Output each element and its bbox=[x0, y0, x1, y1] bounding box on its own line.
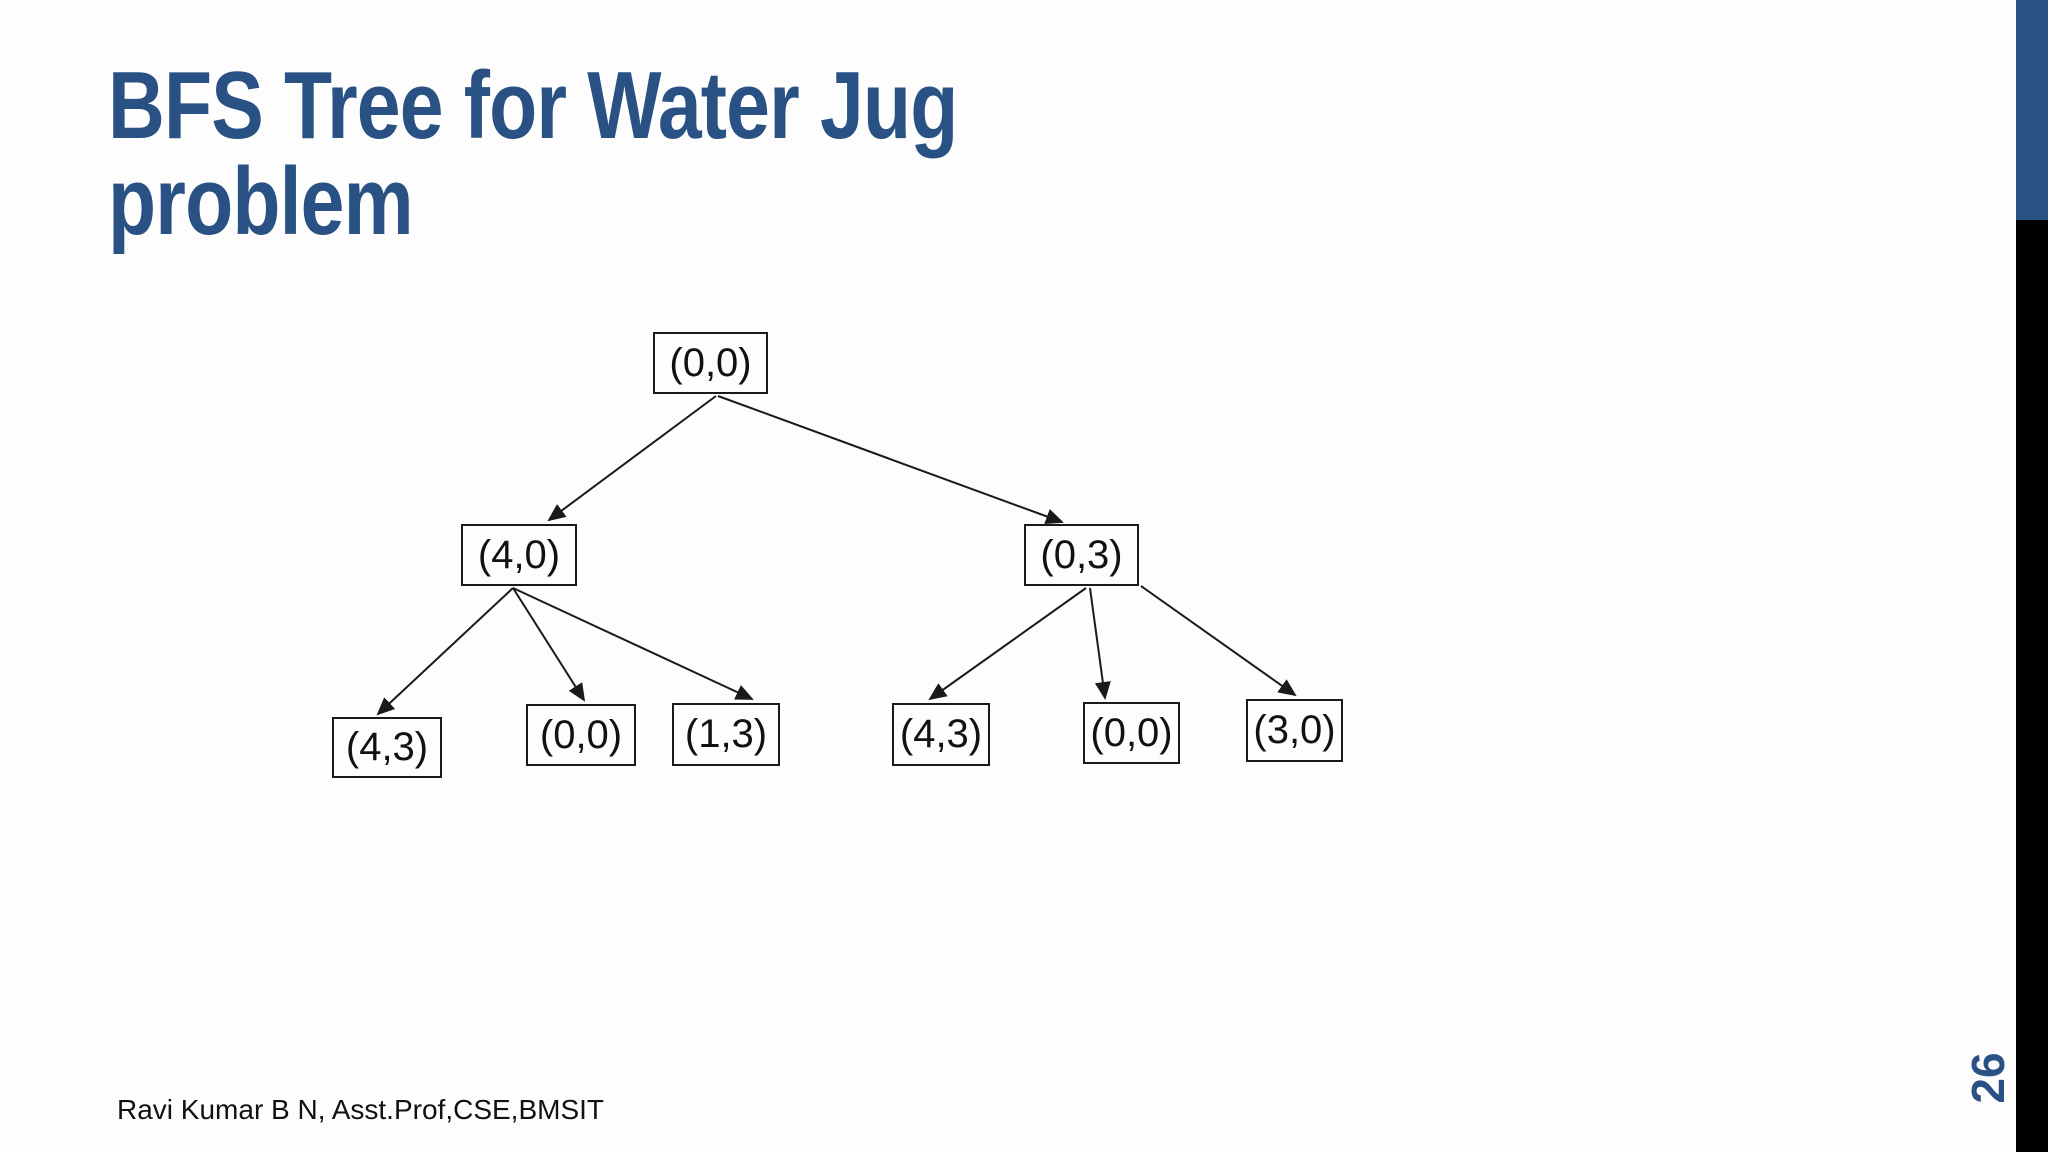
tree-node-label: (4,0) bbox=[477, 532, 561, 577]
tree-node-label: (0,0) bbox=[539, 712, 623, 757]
tree-node-rl: (4,3) bbox=[892, 703, 990, 766]
tree-node-lr: (1,3) bbox=[672, 703, 780, 766]
tree-node-label: (4,3) bbox=[899, 712, 983, 756]
slide-title: BFS Tree for Water Jug problem bbox=[108, 52, 958, 255]
tree-node-r1: (0,3) bbox=[1024, 524, 1139, 586]
tree-node-ll: (4,3) bbox=[332, 717, 442, 778]
tree-node-rr: (3,0) bbox=[1246, 699, 1343, 762]
tree-node-root: (0,0) bbox=[653, 332, 768, 394]
tree-edge-l1-lr bbox=[512, 587, 754, 700]
tree-node-rm: (0,0) bbox=[1083, 702, 1180, 764]
right-edge-accent-bar bbox=[2016, 0, 2048, 220]
tree-node-label: (4,3) bbox=[345, 725, 429, 769]
tree-edge-r1-rr bbox=[1140, 585, 1297, 697]
tree-edge-l1-ll bbox=[376, 587, 514, 716]
slide-title-line2: problem bbox=[108, 148, 414, 255]
footer-credit: Ravi Kumar B N, Asst.Prof,CSE,BMSIT bbox=[117, 1094, 605, 1125]
tree-edge-r1-rm bbox=[1089, 587, 1111, 700]
tree-node-label: (3,0) bbox=[1253, 708, 1336, 752]
tree-node-l1: (4,0) bbox=[461, 524, 577, 586]
right-edge-black-bar bbox=[2016, 220, 2048, 1152]
tree-node-label: (0,3) bbox=[1040, 532, 1123, 577]
slide-title-line1: BFS Tree for Water Jug bbox=[108, 52, 958, 159]
tree-node-lm: (0,0) bbox=[526, 704, 636, 766]
tree-node-label: (0,0) bbox=[1090, 710, 1173, 755]
tree-edge-root-r1 bbox=[717, 395, 1064, 525]
tree-node-label: (0,0) bbox=[669, 340, 752, 385]
tree-edge-l1-lm bbox=[512, 587, 586, 702]
tree-node-label: (1,3) bbox=[684, 712, 768, 756]
tree-edge-r1-rl bbox=[928, 587, 1087, 701]
tree-edge-root-l1 bbox=[547, 395, 717, 522]
